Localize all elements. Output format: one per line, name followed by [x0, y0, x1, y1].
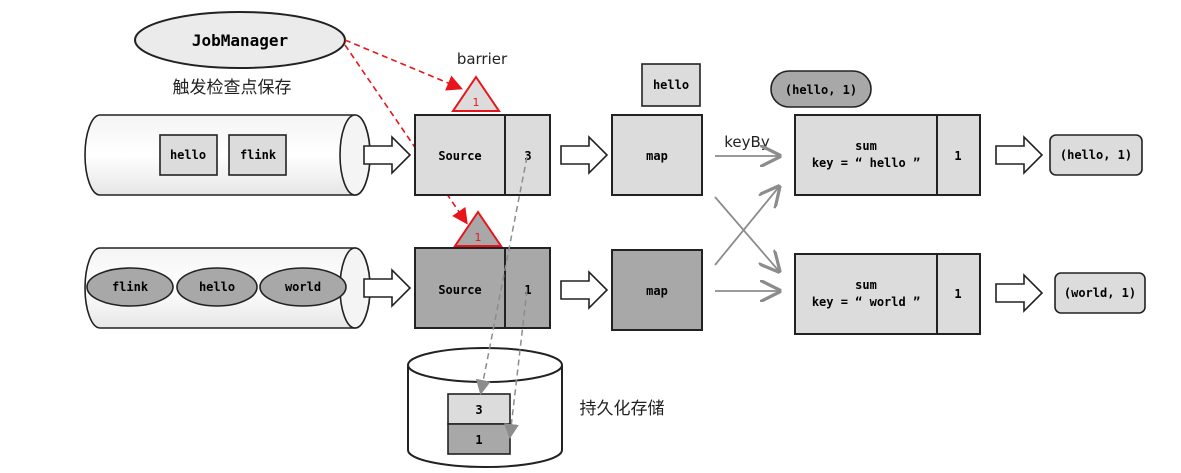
upper-queue-to-source-arrow	[363, 135, 412, 175]
lower-sum-key: key = “ world ”	[812, 295, 920, 309]
storage-label: 持久化存储	[580, 399, 665, 419]
svg-text:(hello, 1): (hello, 1)	[785, 83, 857, 97]
svg-text:1: 1	[475, 433, 482, 447]
keyby-label: keyBy	[724, 133, 770, 151]
lower-input-queue: flink hello world	[84, 247, 371, 329]
upper-source-label: Source	[438, 149, 481, 163]
persistent-storage: 3 1	[407, 347, 563, 468]
lower-source-offset: 1	[524, 283, 531, 297]
lower-barrier-id: 1	[475, 231, 482, 244]
upper-sum-count: 1	[954, 149, 961, 163]
upper-queue-item: flink	[240, 148, 277, 162]
lower-barrier-marker: 1	[453, 210, 503, 247]
shuffle-arrows	[714, 156, 778, 291]
shuffle-record: (hello, 1)	[770, 70, 872, 108]
svg-text:(hello, 1): (hello, 1)	[1060, 148, 1132, 162]
lower-sum-output-arrow	[995, 273, 1044, 313]
upper-barrier-id: 1	[473, 96, 480, 109]
block-arrows	[363, 135, 1044, 313]
upper-source-to-map-arrow	[560, 135, 609, 175]
barrier-injection-lower	[344, 44, 468, 225]
upper-output-record: (hello, 1)	[1049, 134, 1143, 176]
lower-map-task: map	[611, 249, 703, 331]
barrier-injection-upper	[344, 39, 463, 91]
upper-source-task: Source 3	[414, 114, 551, 196]
upper-input-queue: hello flink	[84, 114, 371, 196]
upper-sum-output-arrow	[995, 135, 1044, 175]
upper-sum-key: key = “ hello ”	[812, 156, 920, 170]
storage-entry-lower	[447, 423, 511, 455]
upper-sum-task: sum key = “ hello ” 1	[794, 114, 981, 196]
lower-source-to-map-arrow	[560, 270, 609, 310]
lower-sum-title: sum	[855, 278, 877, 292]
job-manager-label: JobManager	[192, 31, 288, 50]
lower-queue-item: world	[285, 280, 321, 294]
upper-barrier-marker: 1	[451, 75, 501, 112]
lower-queue-item: hello	[199, 280, 235, 294]
lower-source-label: Source	[438, 283, 481, 297]
lower-source-task: Source 1	[414, 247, 551, 329]
upper-source-offset: 3	[524, 149, 531, 163]
upper-map-label: map	[646, 149, 668, 163]
svg-text:(world, 1): (world, 1)	[1064, 286, 1136, 300]
upper-map-task: map	[611, 114, 703, 196]
lower-output-record: (world, 1)	[1054, 272, 1146, 314]
svg-text:hello: hello	[653, 78, 689, 92]
job-manager-caption: 触发检查点保存	[173, 78, 292, 98]
lower-sum-task: sum key = “ world ” 1	[794, 253, 981, 335]
lower-map-label: map	[646, 284, 668, 298]
lower-queue-item: flink	[112, 280, 149, 294]
job-manager: JobManager	[134, 11, 346, 69]
map-output-record: hello	[641, 63, 701, 107]
upper-queue-item: hello	[170, 148, 206, 162]
lower-queue-to-source-arrow	[363, 268, 412, 308]
lower-snapshot-arrow	[503, 289, 528, 439]
lower-sum-count: 1	[954, 287, 961, 301]
upper-sum-title: sum	[855, 139, 877, 153]
barrier-label: barrier	[457, 50, 508, 68]
svg-text:3: 3	[475, 403, 482, 417]
